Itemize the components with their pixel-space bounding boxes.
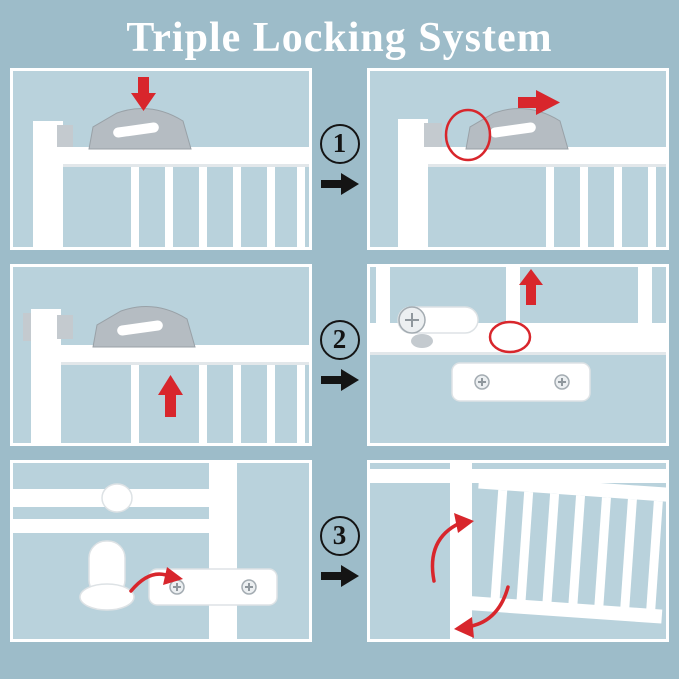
red-curved-arrow-icon [129,567,183,593]
step3-right-arrow-icon [320,564,359,587]
panel-step1-after [367,68,669,250]
gate-frame [398,119,666,247]
lock-handle [88,108,192,150]
latch-lever [397,306,479,348]
gate-frame [370,463,666,639]
red-arrow-up-icon [158,375,183,417]
lock-handle [465,108,569,150]
screw-cross-icon [478,378,486,386]
step1-number-text: 1 [332,128,347,158]
step1-marker: 1 [312,68,367,250]
gate-door [469,474,666,624]
bottom-pedal-lock-illustration [13,463,278,639]
lock-handle [92,306,196,348]
red-swing-arrow-up-icon [430,513,474,583]
gate-frame [33,121,309,247]
panel-step2-after [367,264,669,446]
panel-step2-before [10,264,312,446]
panel-step3-before [10,460,312,642]
latch-closeup-illustration [370,267,666,402]
step1-number: 1 [319,123,360,164]
gate-frame [13,463,237,639]
step2-number-text: 2 [332,324,347,354]
step3-number-text: 3 [332,520,347,550]
screw-cross-icon [558,378,566,386]
gate-swings-open-illustration [370,463,666,639]
screw-cross-icon [245,583,253,591]
red-swing-arrow-down-icon [454,585,510,638]
gate-handle-press-down-illustration [33,77,309,247]
screw-cross-icon [405,313,419,327]
gate-handle-slide-right-illustration [398,90,666,247]
step2-number: 2 [319,319,360,360]
red-arrow-right-icon [518,90,560,115]
steps-grid: 1 [0,58,679,642]
step2-right-arrow-icon [320,368,359,391]
step3-marker: 3 [312,460,367,642]
panel-step1-before [10,68,312,250]
page-title: Triple Locking System [126,15,553,61]
mounting-plate [451,362,591,402]
red-arrow-up-icon [519,269,543,305]
gate-frame [23,309,309,443]
latch-highlight-circle [444,108,492,162]
red-arrow-down-icon [131,77,156,111]
step3-number: 3 [319,515,360,556]
screw-cross-icon [173,583,181,591]
pedal-lock-lever [79,540,135,611]
latch-highlight-circle [488,320,532,354]
panel-step3-after [367,460,669,642]
gate-handle-lift-up-illustration [23,306,309,443]
step1-right-arrow-icon [320,172,359,195]
step2-marker: 2 [312,264,367,446]
